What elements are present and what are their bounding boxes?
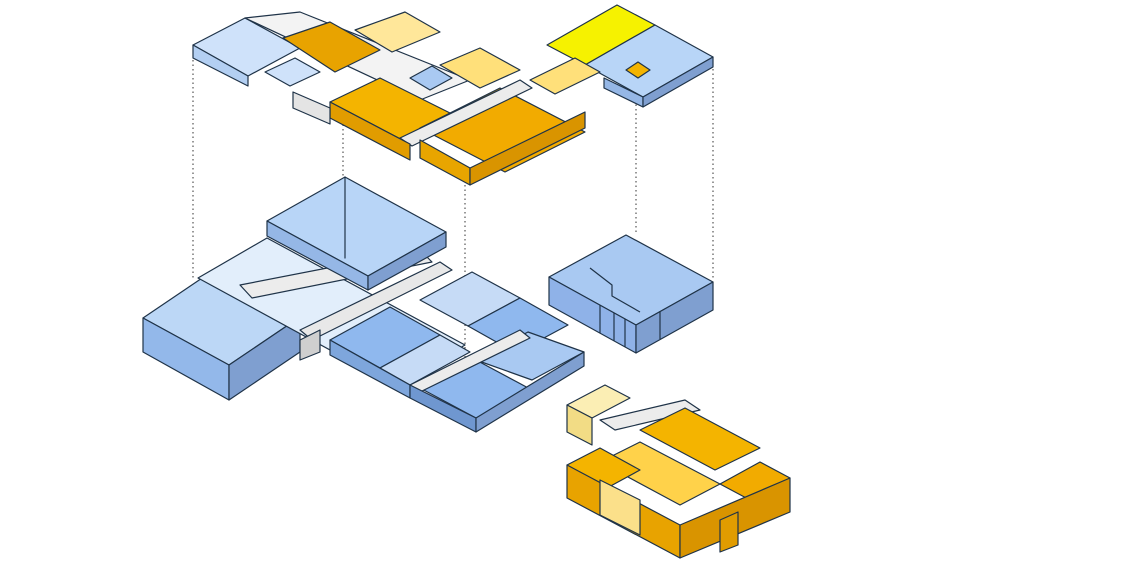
upper-yellow-light-b [439,47,521,89]
upper-right-annex-block [529,4,714,108]
lower-corridor [599,399,701,431]
upper-blue-room-b [409,65,453,91]
annex-blue-face-right [642,56,714,108]
upper-left-wing-face [192,44,249,87]
lower-front-right-b [719,511,739,553]
upper-grey-face [292,91,331,125]
middle-right-annex-block [548,234,714,354]
slab-front [299,329,321,361]
upper-level-group [192,4,714,186]
lower-room-top-a [639,407,761,471]
upper-level-floor-block [192,11,586,186]
annex-orange-square [625,61,651,79]
middle-top-block [266,176,447,291]
block-right-face [367,231,447,291]
upper-yellow-light-a [354,11,441,53]
annex-link [529,57,601,95]
middle-right-wing-block [329,271,585,433]
lower-pale-room-face [566,404,593,446]
annex-right-face [635,281,714,354]
annex-detail [589,267,641,313]
lower-level-group [566,384,791,559]
middle-level-group [142,176,714,433]
lower-front-mid [599,479,641,536]
upper-orange-face-right [469,111,586,186]
leader-lines [192,60,714,400]
middle-left-large-block [142,269,301,401]
lower-level-block [566,384,791,559]
wing-right-face [475,351,585,433]
upper-blue-room-a [264,57,321,87]
upper-orange-dark [282,21,381,73]
